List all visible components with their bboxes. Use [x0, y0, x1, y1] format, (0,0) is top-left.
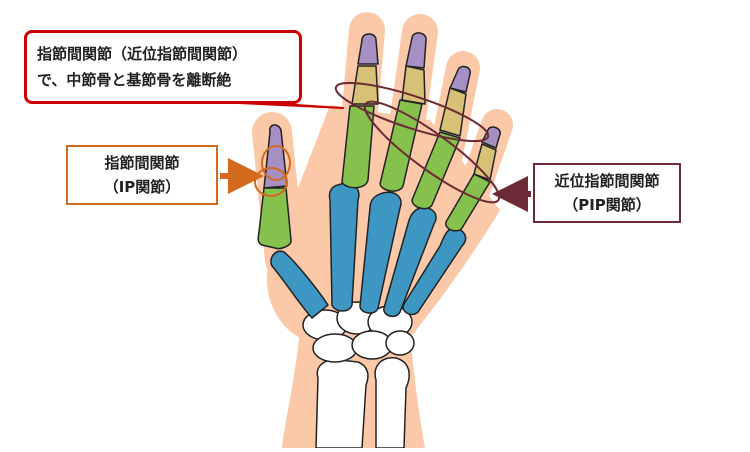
fracture-callout-line2: で、中節骨と基節骨を離断絶 [37, 71, 232, 89]
proximal-phalanges [257, 99, 491, 250]
bones [257, 32, 501, 449]
ip-joint-callout: 指節間関節 （IP関節） [66, 145, 218, 205]
fracture-callout-line1: 指節間関節（近位指節間関節） [37, 45, 248, 63]
ulna-bone [374, 357, 410, 449]
pip-joint-callout-line1: 近位指節間関節 [554, 172, 660, 190]
ip-joint-callout-line1: 指節間関節 [104, 154, 180, 172]
radius-bone [315, 359, 369, 449]
pip-joint-ellipse-upper [334, 81, 490, 143]
pip-joint-callout-line2: （PIP関節） [563, 196, 651, 214]
fracture-callout: 指節間関節（近位指節間関節） で、中節骨と基節骨を離断絶 [24, 30, 302, 104]
pip-joint-callout: 近位指節間関節 （PIP関節） [533, 163, 681, 223]
metacarpal-bones [270, 182, 467, 319]
middle-phalanges [351, 65, 497, 181]
ip-joint-callout-line2: （IP関節） [103, 178, 181, 196]
